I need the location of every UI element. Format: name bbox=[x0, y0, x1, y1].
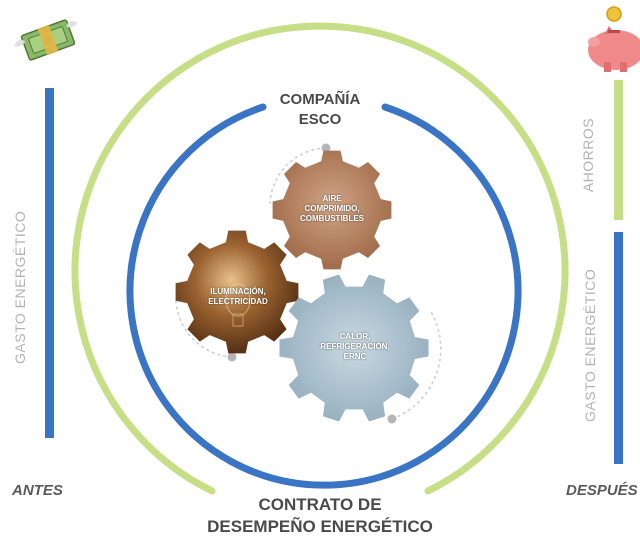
savings-label: AHORROS bbox=[580, 117, 596, 193]
after-label: DESPUÉS bbox=[566, 482, 638, 499]
gear-light-line2: ELECTRICIDAD bbox=[208, 297, 268, 306]
company-line1: COMPAÑÍA bbox=[279, 91, 361, 108]
before-expense-bar bbox=[45, 88, 54, 438]
money-icon bbox=[13, 19, 78, 61]
company-title: COMPAÑÍA ESCO bbox=[255, 90, 385, 130]
company-line2: ESCO bbox=[298, 111, 342, 128]
gear-air-line3: COMBUSTIBLES bbox=[300, 214, 364, 223]
expense-left-label: GASTO ENERGÉTICO bbox=[12, 210, 28, 364]
contract-line1: CONTRATO DE bbox=[258, 495, 382, 514]
gear-heat-line1: CALOR, bbox=[339, 332, 371, 341]
dashed-connector-heat bbox=[391, 309, 442, 420]
gear-air-label: AIRE COMPRIMIDO, COMBUSTIBLES bbox=[292, 194, 372, 224]
gear-air-shape bbox=[272, 150, 392, 270]
gear-heat-line3: ERNC bbox=[343, 352, 367, 361]
dashed-connector-light bbox=[175, 299, 233, 358]
after-expense-bar bbox=[614, 232, 623, 464]
outer-green-arc bbox=[71, 22, 569, 495]
contract-title: CONTRATO DE DESEMPEÑO ENERGÉTICO bbox=[170, 494, 470, 538]
gear-heat-refrigeration bbox=[279, 274, 429, 422]
dashed-connector-air bbox=[269, 147, 327, 206]
gear-air-line1: AIRE bbox=[322, 194, 342, 203]
expense-right-label: GASTO ENERGÉTICO bbox=[582, 268, 598, 422]
connector-dot-light bbox=[227, 352, 237, 362]
connector-dot-heat bbox=[387, 414, 397, 424]
gear-light-line1: ILUMINACIÓN, bbox=[210, 287, 266, 296]
gear-light-label: ILUMINACIÓN, ELECTRICIDAD bbox=[198, 287, 278, 307]
gear-heat-line2: REFRIGERACIÓN, bbox=[320, 342, 390, 351]
gear-air-line2: COMPRIMIDO, bbox=[304, 204, 360, 213]
gear-heat-shape bbox=[279, 274, 429, 422]
contract-line2: DESEMPEÑO ENERGÉTICO bbox=[207, 517, 433, 536]
piggy-bank-icon bbox=[588, 6, 640, 72]
gear-heat-label: CALOR, REFRIGERACIÓN, ERNC bbox=[315, 332, 395, 362]
inner-blue-arc bbox=[126, 103, 522, 489]
before-label: ANTES bbox=[12, 482, 63, 499]
gear-lighting bbox=[175, 230, 299, 354]
light-bulb-icon bbox=[225, 283, 251, 327]
connector-dot-air bbox=[321, 143, 331, 153]
gear-air-compressed bbox=[272, 150, 392, 270]
gear-light-shape bbox=[175, 230, 299, 354]
savings-bar bbox=[614, 80, 623, 220]
